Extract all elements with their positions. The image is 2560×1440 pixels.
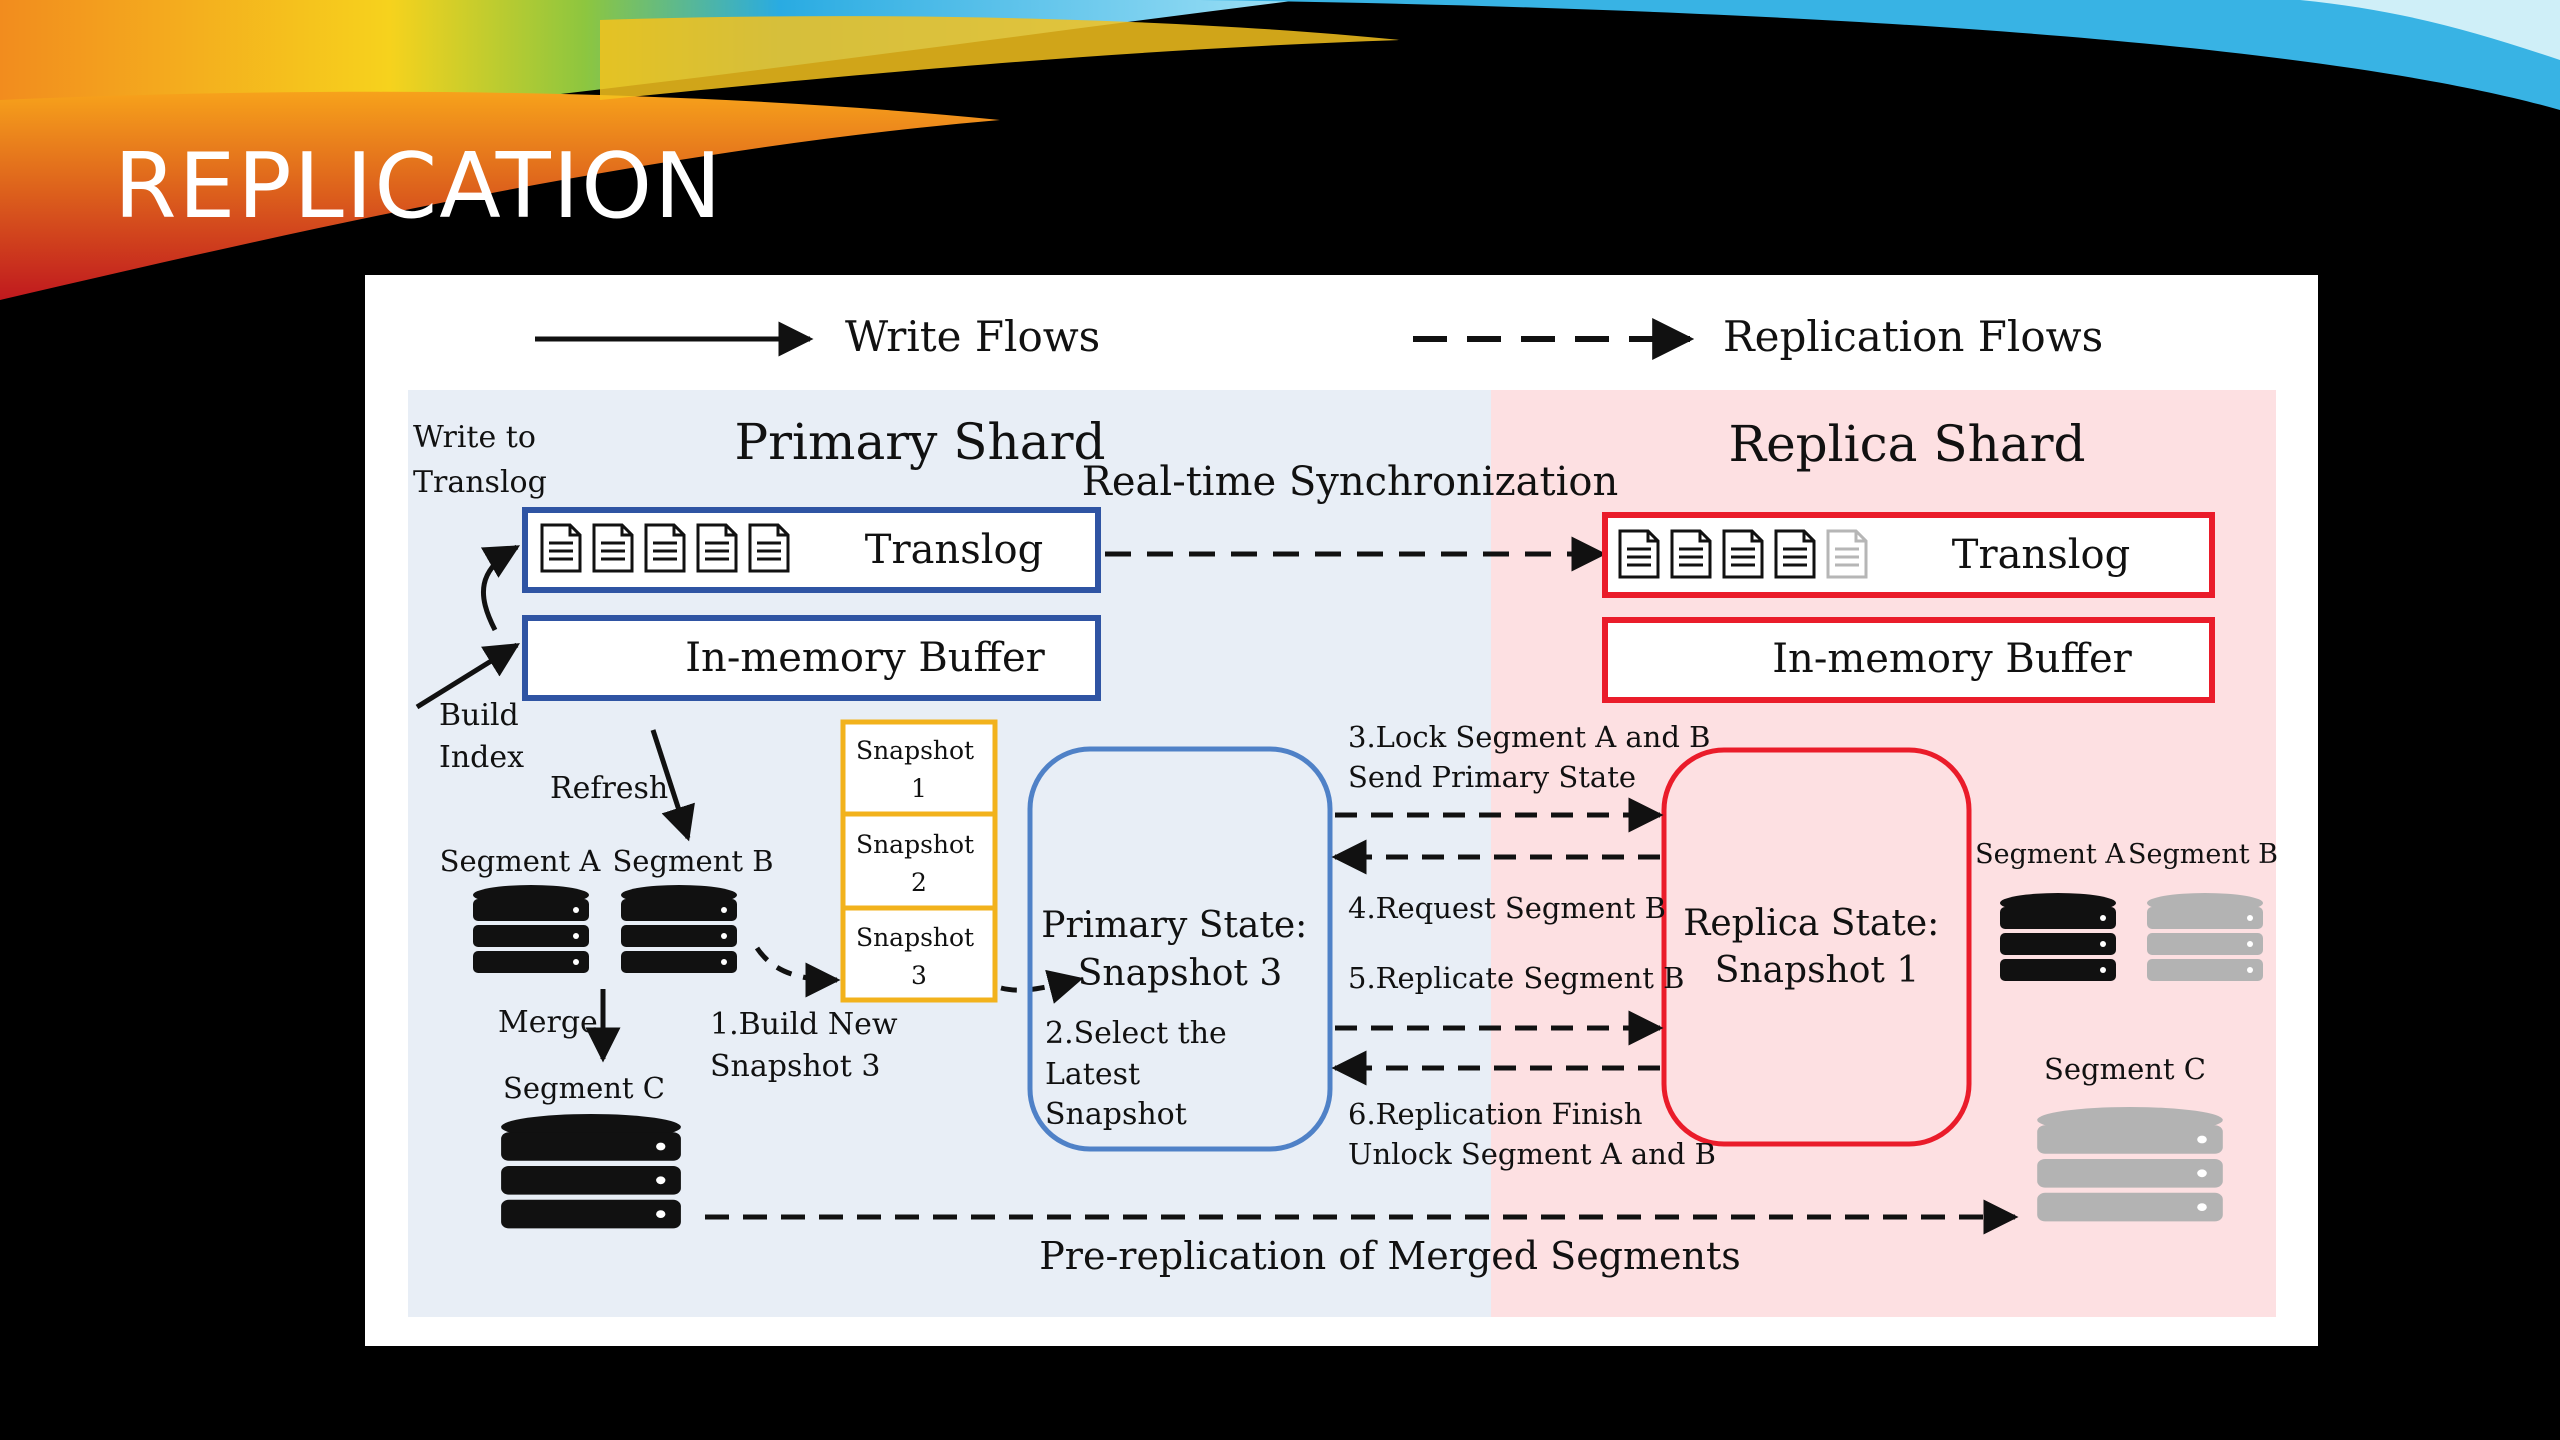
pre-replication-label: Pre-replication of Merged Segments: [1039, 1234, 1741, 1278]
step-4-label: 4.Request Segment B: [1348, 891, 1666, 925]
replica-translog-label: Translog: [1952, 532, 2130, 578]
sync-label: Real-time Synchronization: [1082, 459, 1618, 505]
segment-c-label: Segment C: [503, 1071, 665, 1105]
document-icon: [644, 523, 686, 573]
build-new-snapshot-label: 1.Build New Snapshot 3: [710, 1007, 907, 1084]
document-icon: [1618, 529, 1660, 579]
snapshot-1-label: Snapshot 1: [856, 736, 982, 803]
build-snapshot-arrow: [754, 946, 841, 998]
replication-diagram: Write Flows Replication Flows Primary Sh…: [365, 275, 2318, 1346]
snapshot-2-label: Snapshot 2: [856, 830, 982, 897]
snapshot-2-box: [840, 811, 998, 911]
snapshot-1-box: [840, 719, 998, 817]
document-icon: [1774, 529, 1816, 579]
segment-c-database-icon: [501, 1114, 681, 1229]
replica-state-box: [1661, 747, 1972, 1147]
select-latest-snapshot-label: 2.Select the Latest Snapshot: [1045, 1016, 1236, 1132]
primary-state-label: Primary State: Snapshot 3: [1041, 905, 1318, 994]
segment-b-database-icon: [621, 885, 737, 973]
document-icon: [592, 523, 634, 573]
snapshot-3-box: [840, 905, 998, 1003]
legend-replication-flows: Replication Flows: [1723, 312, 2103, 361]
build-index-label: Build Index: [439, 698, 528, 775]
replica-buffer-label: In-memory Buffer: [1772, 636, 2132, 682]
replica-segment-c-database-icon: [2037, 1107, 2223, 1222]
document-icon: [540, 523, 582, 573]
primary-buffer: [522, 615, 1101, 701]
primary-translog-label: Translog: [865, 527, 1043, 573]
replica-segment-b-label: Segment B: [2128, 839, 2278, 870]
write-arrow-translog: [480, 544, 521, 632]
replica-shard-title: Replica Shard: [1728, 415, 2085, 473]
document-icon: [1670, 529, 1712, 579]
slide-decoration: [0, 0, 2560, 300]
replica-segment-a-database-icon: [2000, 893, 2116, 981]
legend-write-flows: Write Flows: [845, 312, 1100, 361]
refresh-label: Refresh: [550, 771, 668, 806]
slide-title: REPLICATION: [114, 134, 724, 239]
merge-label: Merge: [498, 1005, 598, 1040]
snapshot-3-label: Snapshot 3: [856, 923, 982, 990]
document-icon-faded: [1826, 529, 1868, 579]
segment-b-label: Segment B: [612, 844, 773, 878]
select-snapshot-arrow: [1000, 969, 1084, 1004]
primary-shard-title: Primary Shard: [735, 413, 1106, 471]
replica-state-label: Replica State: Snapshot 1: [1683, 903, 1951, 991]
write-arrow-buffer: [415, 642, 520, 710]
segment-a-database-icon: [473, 885, 589, 973]
replica-segment-c-label: Segment C: [2044, 1052, 2206, 1086]
replica-segment-b-database-icon: [2147, 893, 2263, 981]
replica-segment-a-label: Segment A: [1975, 839, 2125, 870]
step-3-label: 3.Lock Segment A and B Send Primary Stat…: [1348, 720, 1720, 794]
document-icon: [696, 523, 738, 573]
primary-buffer-label: In-memory Buffer: [685, 635, 1045, 681]
step-6-label: 6.Replication Finish Unlock Segment A an…: [1348, 1097, 1716, 1171]
replica-buffer: [1602, 617, 2215, 703]
document-icon: [1722, 529, 1764, 579]
step-5-label: 5.Replicate Segment B: [1348, 961, 1684, 995]
write-to-translog-label: Write to Translog: [413, 420, 547, 500]
primary-state-box: [1027, 746, 1333, 1152]
document-icon: [748, 523, 790, 573]
refresh-arrow: [650, 729, 695, 842]
segment-a-label: Segment A: [440, 844, 602, 878]
